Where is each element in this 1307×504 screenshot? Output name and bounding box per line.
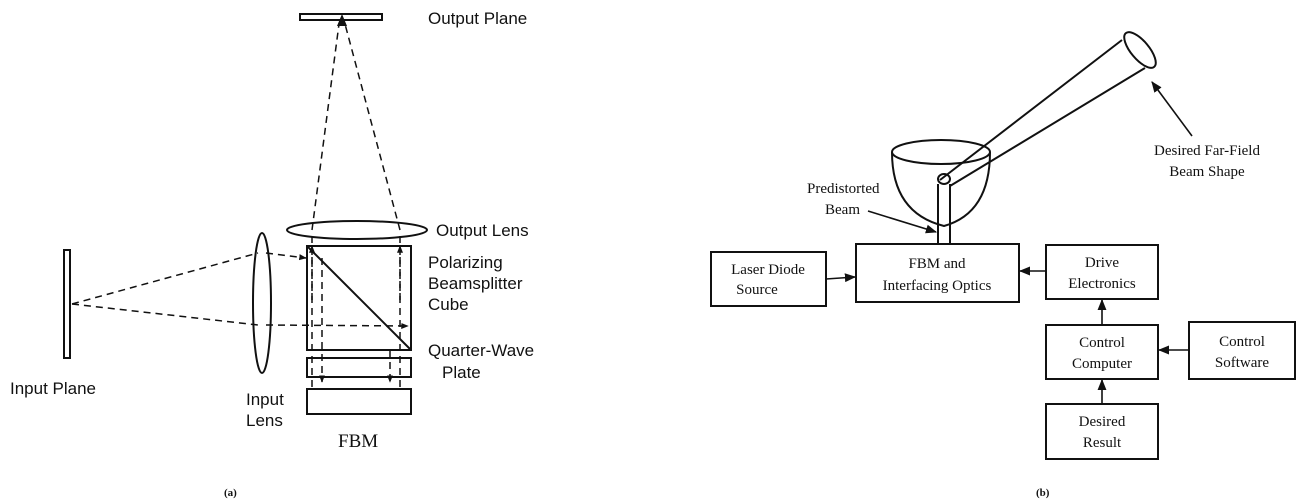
ray: [265, 252, 307, 261]
quarter-wave-plate: [306, 357, 412, 378]
far-field-label-1: Desired Far-Field: [1154, 143, 1260, 159]
input-lens-label-1: Input: [246, 390, 284, 409]
fbm-label: FBM: [338, 431, 378, 452]
input-plane: [63, 249, 71, 359]
drive-electronics-box: [1045, 244, 1159, 300]
fbm-optics-label-1: FBM and: [908, 256, 966, 272]
far-field-leader-arrow: [1151, 81, 1193, 137]
fbm-optics-label-2: Interfacing Optics: [883, 278, 992, 294]
polarizing-label-2: Beamsplitter: [428, 274, 523, 293]
control-computer-label-1: Control: [1079, 335, 1125, 351]
reflector-bowl: [891, 151, 991, 228]
ray: [344, 23, 401, 231]
panel-b: Laser Diode Source FBM and Interfacing O…: [710, 31, 1296, 499]
desired-result-box: [1045, 403, 1159, 460]
caption-b: (b): [1036, 487, 1050, 499]
control-software-box: [1188, 321, 1296, 380]
drive-electronics-label-2: Electronics: [1068, 276, 1136, 292]
caption-a: (a): [224, 487, 237, 499]
predistorted-label-2: Beam: [825, 202, 860, 218]
far-field-cone: [939, 39, 1146, 187]
ray: [71, 252, 259, 305]
arrow-laser-to-fbm: [825, 273, 857, 283]
input-lens-label-2: Lens: [246, 411, 283, 430]
far-field-label-2: Beam Shape: [1169, 164, 1245, 180]
desired-result-label-1: Desired: [1079, 414, 1126, 430]
desired-result-label-2: Result: [1083, 435, 1122, 451]
far-field-beam-end: [1123, 31, 1157, 69]
output-lens-label: Output Lens: [436, 221, 529, 240]
fbm-optics-box: [855, 243, 1020, 303]
drive-electronics-label-1: Drive: [1085, 255, 1119, 271]
ray: [311, 23, 340, 231]
panel-a: Output Plane Output Lens Polarizing Beam…: [10, 9, 534, 499]
quarter-wave-label-1: Quarter-Wave: [428, 341, 534, 360]
laser-diode-label-1: Laser Diode: [731, 262, 805, 278]
predistorted-beam: [937, 184, 951, 243]
output-plane-label: Output Plane: [428, 9, 527, 28]
predistorted-leader-arrow: [867, 210, 938, 234]
fbm-element: [306, 388, 412, 415]
laser-diode-box: [710, 251, 827, 307]
polarizing-label-3: Cube: [428, 295, 469, 314]
control-computer-label-2: Computer: [1072, 356, 1132, 372]
ray: [71, 303, 259, 326]
beamsplitter-diagonal: [306, 245, 412, 351]
polarizing-label-1: Polarizing: [428, 253, 503, 272]
quarter-wave-label-2: Plate: [442, 363, 481, 382]
laser-diode-label-2: Source: [736, 282, 778, 298]
control-software-label-2: Software: [1215, 355, 1269, 371]
control-computer-box: [1045, 324, 1159, 380]
beam-aperture: [937, 173, 951, 185]
ray-arrowhead: [337, 14, 347, 26]
predistorted-label-1: Predistorted: [807, 181, 880, 197]
input-lens: [252, 232, 272, 374]
output-lens: [286, 220, 428, 240]
control-software-label-1: Control: [1219, 334, 1265, 350]
reflector-rim: [891, 139, 991, 165]
input-plane-label: Input Plane: [10, 379, 96, 398]
